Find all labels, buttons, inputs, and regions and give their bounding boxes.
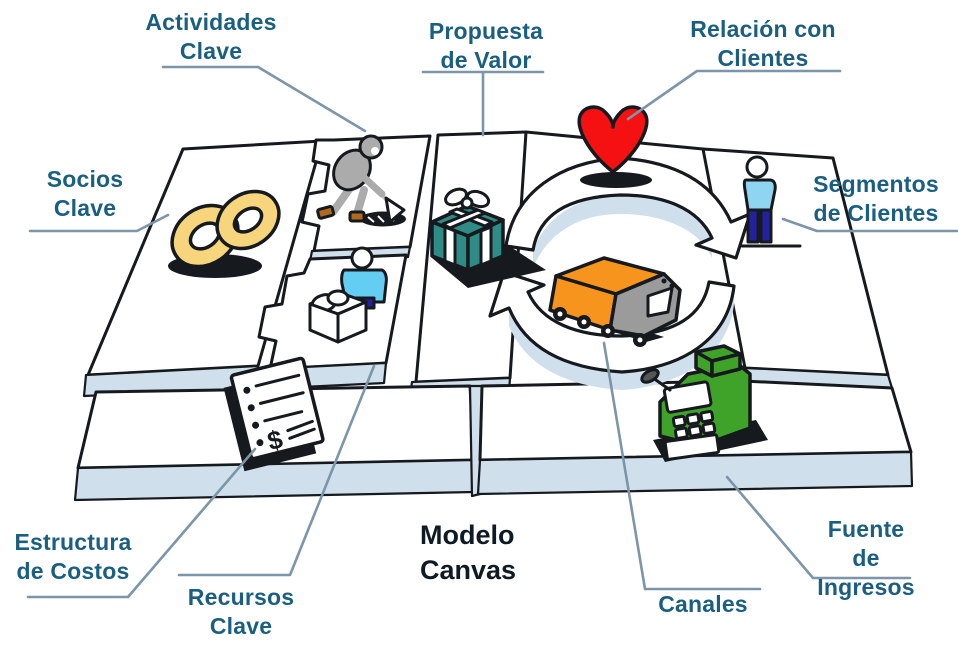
- label-socios-clave: Socios Clave: [46, 166, 124, 221]
- label-canales: Canales: [658, 591, 748, 617]
- connector-fuente: [725, 475, 912, 580]
- cost-document-icon: $: [223, 356, 325, 472]
- gift-box-icon: [430, 187, 546, 288]
- delivery-truck-icon: [548, 256, 682, 347]
- diagram-title: Modelo Canvas: [420, 520, 517, 586]
- connector-recursos: [177, 364, 376, 577]
- label-segmentos-de-clientes: Segmentos de Clientes: [813, 171, 939, 226]
- person-packing-box-icon: [308, 246, 388, 344]
- label-relacion-con-clientes: Relación con Clientes: [690, 16, 836, 71]
- heart-icon: [577, 105, 652, 188]
- cash-register-icon: [640, 344, 768, 462]
- connector-segmentos: [781, 217, 958, 233]
- label-propuesta-de-valor: Propuesta de Valor: [428, 18, 544, 73]
- connector-canales: [602, 341, 762, 591]
- customer-person-icon: [740, 155, 802, 248]
- label-fuente-de-ingresos: Fuente de Ingresos: [817, 516, 915, 600]
- label-estructura-de-costos: Estructura de Costos: [14, 529, 132, 584]
- chain-links-icon: [168, 189, 281, 278]
- label-actividades-clave: Actividades Clave: [145, 9, 277, 64]
- label-recursos-clave: Recursos Clave: [187, 584, 295, 639]
- connector-estructura: [26, 447, 257, 599]
- connector-socios: [28, 213, 170, 233]
- worker-digging-icon: [316, 134, 406, 227]
- connector-relacion: [626, 69, 842, 121]
- cycle-arrows: [488, 156, 752, 390]
- connector-actividades: [161, 65, 367, 133]
